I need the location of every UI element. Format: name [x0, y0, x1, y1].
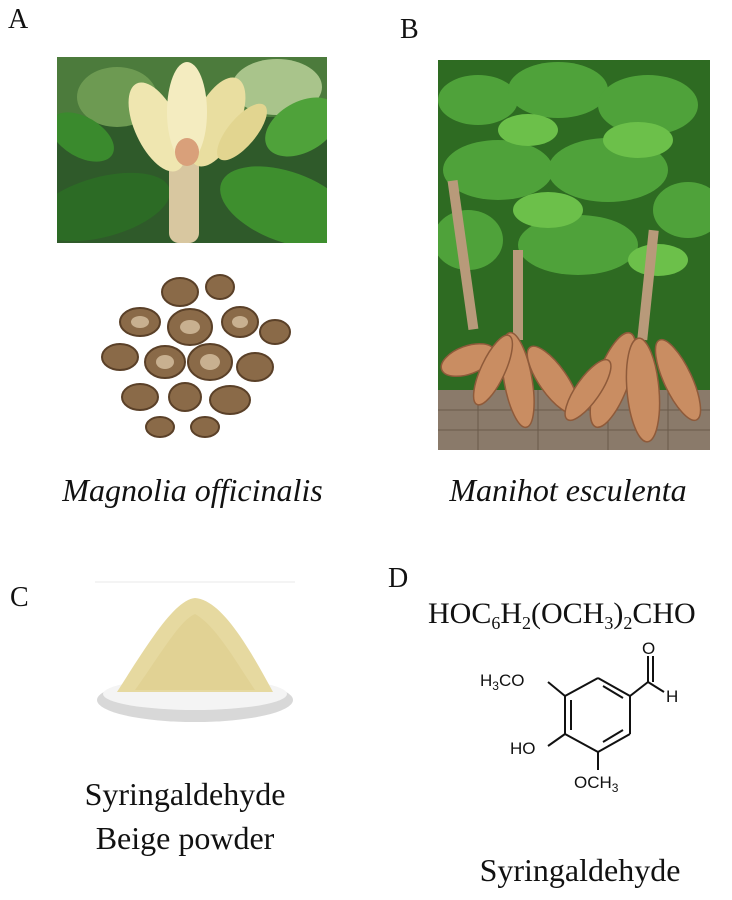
cassava-image [438, 60, 710, 450]
panel-c-label: C [10, 582, 29, 613]
aldehyde-hydrogen-label: H [666, 687, 678, 706]
formula-part: (OCH [531, 597, 605, 630]
formula-part: HOC [428, 597, 492, 630]
molecular-formula: HOC6H2(OCH3)2CHO [428, 597, 696, 634]
beige-powder-image [95, 580, 295, 730]
hydroxyl-label: HO [510, 739, 536, 758]
syringaldehyde-structure: H3CO O H HO OCH3 [480, 642, 678, 795]
powder-photo [95, 580, 295, 730]
formula-subscript: 3 [604, 613, 614, 633]
panel-b-label: B [400, 14, 419, 45]
formula-subscript: 2 [623, 613, 633, 633]
panel-c-caption-line2: Beige powder [95, 820, 275, 856]
magnolia-bark-photo [80, 262, 310, 442]
formula-subscript: 6 [491, 613, 501, 633]
cassava-photo [438, 60, 710, 450]
methoxy-top-label: H3CO [480, 671, 524, 693]
formula-subscript: 2 [522, 613, 532, 633]
panel-a-label: A [8, 4, 29, 35]
formula-part: ) [613, 597, 624, 630]
aldehyde-oxygen-label: O [642, 642, 655, 658]
panel-c-caption-line1: Syringaldehyde [84, 776, 286, 812]
formula-part: H [500, 597, 523, 630]
panel-a-caption: Magnolia officinalis [62, 472, 323, 508]
magnolia-bark-image [80, 262, 310, 442]
panel-d-caption: Syringaldehyde [479, 852, 681, 888]
magnolia-flower-photo [57, 57, 327, 243]
panel-d-label: D [388, 563, 409, 594]
formula-part: CHO [632, 597, 696, 630]
methoxy-bottom-label: OCH3 [574, 773, 619, 795]
magnolia-flower-image [57, 57, 327, 243]
panel-b-caption: Manihot esculenta [449, 472, 687, 508]
structure-diagram: H3CO O H HO OCH3 [470, 642, 690, 802]
